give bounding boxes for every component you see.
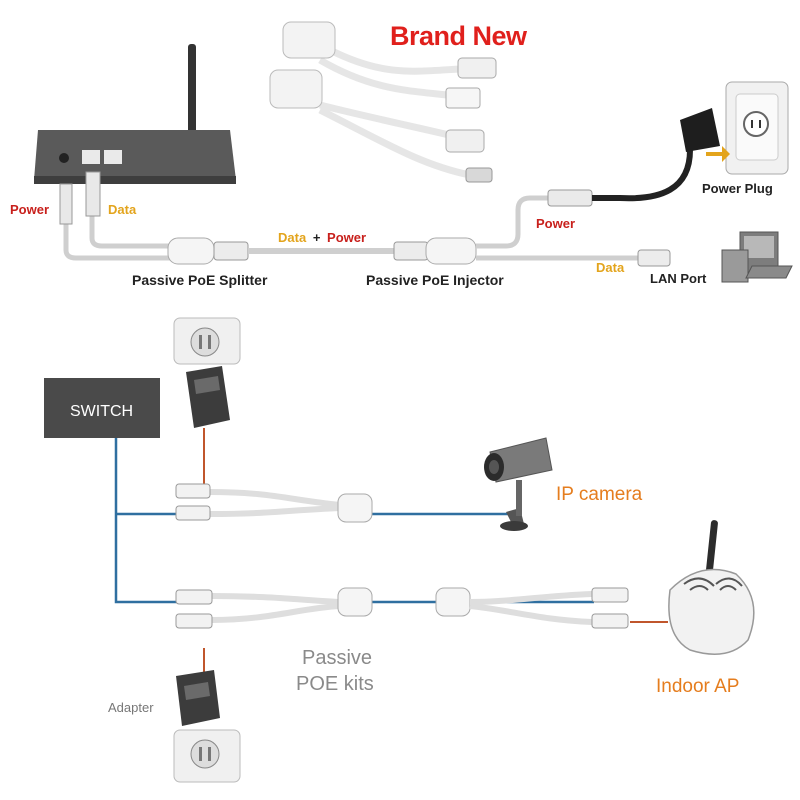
lan-port-label: LAN Port (650, 271, 707, 286)
poe-splitter-image (167, 237, 249, 265)
injector-label: Passive PoE Injector (366, 272, 504, 288)
ip-camera-label: IP camera (556, 484, 643, 505)
power-adapter-bottom (176, 670, 220, 726)
camera-poe-kit (175, 483, 373, 523)
data-label-right: Data (596, 260, 625, 275)
router-image (34, 44, 236, 184)
poe-kits-label-line1: Passive (302, 647, 372, 669)
power-cables (203, 428, 668, 672)
computer-image (721, 231, 793, 283)
splitter-label: Passive PoE Splitter (132, 272, 268, 288)
data-label-left: Data (108, 202, 137, 217)
power-adapter-top (186, 366, 230, 428)
power-label-left: Power (10, 202, 49, 217)
product-cables-image (269, 21, 497, 183)
data-plus-power-label: Data + Power (278, 230, 366, 245)
power-outlet-image (680, 81, 789, 175)
switch-label: SWITCH (70, 403, 133, 420)
poe-kits-label-line2: POE kits (296, 673, 374, 695)
power-plug-label: Power Plug (702, 181, 773, 196)
indoor-ap-image (668, 520, 755, 655)
wall-outlet-bottom (173, 729, 241, 783)
poe-injector-image (393, 237, 477, 265)
switch-box (44, 378, 160, 438)
wall-outlet-top (173, 317, 241, 365)
indoor-ap-label: Indoor AP (656, 676, 739, 697)
power-label-right: Power (536, 216, 575, 231)
brand-title: Brand New (390, 21, 528, 51)
ip-camera-image (484, 437, 553, 531)
adapter-label: Adapter (108, 700, 154, 715)
ap-poe-kit (175, 587, 629, 629)
